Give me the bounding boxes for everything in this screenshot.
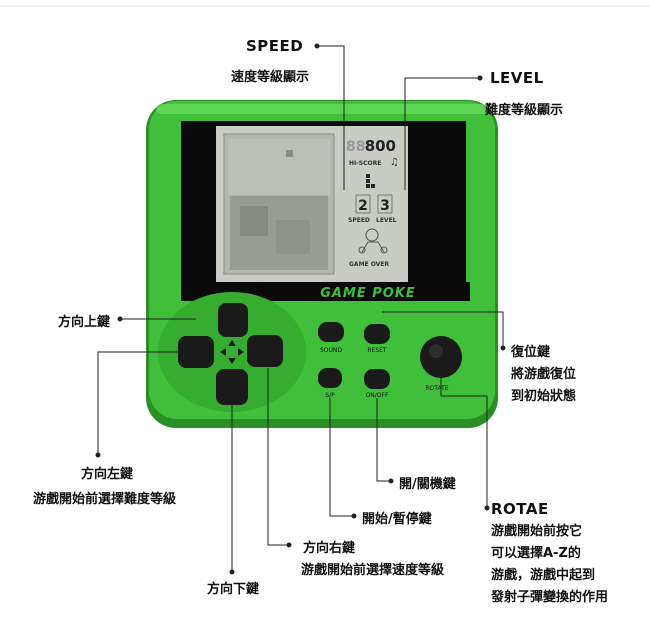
- up-key-callout: 方向上鍵: [58, 315, 111, 330]
- level-value: 3: [380, 198, 390, 214]
- dpad-down-button[interactable]: [216, 369, 248, 405]
- rotate-button[interactable]: [420, 336, 462, 378]
- reset-button[interactable]: [364, 324, 390, 344]
- mascot-icon: [358, 228, 388, 254]
- callout-lines: [95, 43, 506, 575]
- speed-screen-label: SPEED: [348, 217, 370, 224]
- dpad-left-button[interactable]: [178, 336, 214, 368]
- onoff-button-label: ON/OFF: [366, 392, 389, 399]
- handheld-console: 800 88 HI-SCORE ♫ 2 3 SPEED LEVEL GAME O…: [146, 100, 498, 428]
- level-callout-desc: 難度等級顯示: [485, 103, 564, 118]
- svg-text:88: 88: [346, 139, 365, 155]
- onoff-callout: 開/關機鍵: [399, 477, 456, 492]
- dpad-up-button[interactable]: [218, 303, 248, 337]
- level-screen-label: LEVEL: [376, 217, 397, 224]
- speed-value: 2: [358, 198, 368, 214]
- game-over-label: GAME OVER: [349, 261, 389, 268]
- rotate-button-label: ROTATE: [425, 385, 448, 392]
- left-key-callout-desc: 游戲開始前選擇難度等級: [33, 492, 177, 507]
- sp-callout: 開始/暫停鍵: [362, 512, 432, 527]
- brand-logo: GAME POKE: [320, 286, 416, 301]
- score-display: 800: [365, 137, 396, 155]
- speed-callout-title: SPEED: [246, 37, 304, 55]
- right-key-callout-title: 方向右鍵: [303, 541, 356, 556]
- sound-button-label: SOUND: [320, 347, 342, 354]
- rotate-callout-title: ROTAE: [491, 500, 549, 518]
- sp-button-label: S/P: [325, 392, 335, 399]
- level-callout-title: LEVEL: [490, 69, 544, 87]
- next-piece: [366, 174, 375, 188]
- dpad-arrows-icon: [220, 340, 244, 364]
- hi-score-label: HI-SCORE: [349, 160, 381, 167]
- left-key-callout-title: 方向左鍵: [81, 467, 134, 482]
- rotate-callout-desc: 游戲開始前按它 可以選擇A-Z的 游戲，游戲中起到 發射子彈變換的作用: [491, 524, 609, 605]
- right-key-callout-desc: 游戲開始前選擇速度等級: [301, 563, 445, 578]
- reset-button-label: RESET: [367, 347, 387, 354]
- speed-callout-desc: 速度等級顯示: [231, 70, 310, 85]
- music-note-icon: ♫: [390, 157, 399, 168]
- onoff-button[interactable]: [364, 369, 390, 389]
- dpad-right-button[interactable]: [247, 335, 283, 367]
- down-key-callout: 方向下鍵: [207, 582, 260, 597]
- sp-button[interactable]: [318, 368, 342, 388]
- sound-button[interactable]: [318, 322, 344, 342]
- reset-callout-desc: 復位鍵 將游戲復位 到初始狀態: [511, 345, 577, 404]
